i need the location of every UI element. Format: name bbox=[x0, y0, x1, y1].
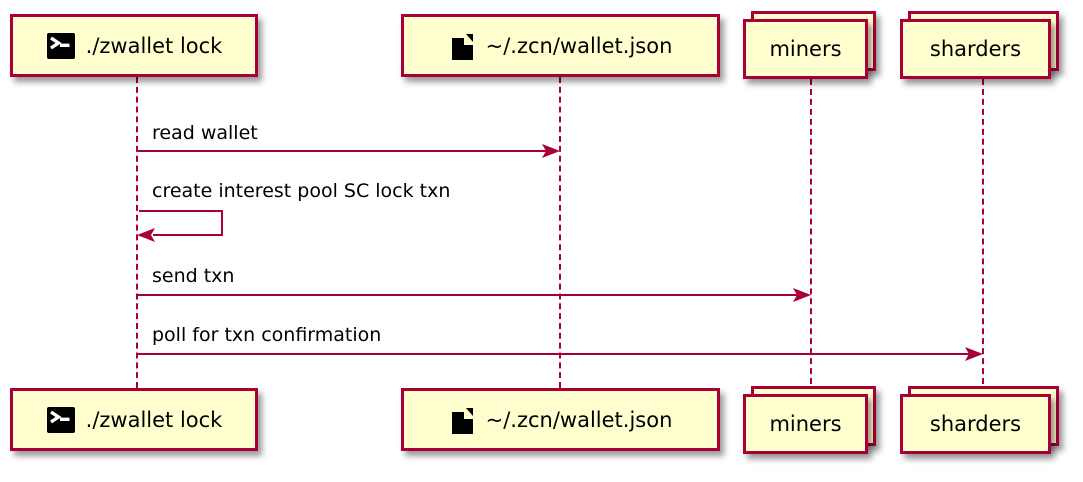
arrowhead-right-icon bbox=[965, 347, 983, 361]
participant-label: miners bbox=[769, 37, 842, 61]
participant-sharders-bottom: sharders bbox=[900, 394, 1051, 454]
message-line-send-txn bbox=[138, 294, 798, 296]
terminal-icon bbox=[46, 31, 76, 61]
message-line-poll-confirmation bbox=[138, 353, 970, 355]
participant-label: ./zwallet lock bbox=[85, 33, 223, 58]
participant-wallet-json-top: ~/.zcn/wallet.json bbox=[401, 14, 720, 77]
participant-label: miners bbox=[769, 412, 842, 436]
participant-zwallet-top: ./zwallet lock bbox=[10, 14, 258, 77]
self-message-bottom-line bbox=[153, 234, 223, 236]
participant-label: ~/.zcn/wallet.json bbox=[485, 33, 673, 58]
lifeline-zwallet bbox=[136, 77, 138, 388]
participant-label: ./zwallet lock bbox=[85, 407, 223, 432]
lifeline-wallet-json bbox=[559, 77, 561, 388]
message-label-poll-confirmation: poll for txn confirmation bbox=[152, 324, 382, 346]
self-message-right-line bbox=[221, 210, 223, 236]
participant-label: sharders bbox=[929, 37, 1022, 61]
terminal-icon bbox=[46, 405, 76, 435]
message-line-read-wallet bbox=[138, 150, 548, 152]
self-message-top-line bbox=[139, 210, 223, 212]
participant-wallet-json-bottom: ~/.zcn/wallet.json bbox=[401, 388, 720, 451]
participant-miners-top: miners bbox=[743, 19, 868, 79]
participant-miners-bottom: miners bbox=[743, 394, 868, 454]
arrowhead-right-icon bbox=[793, 288, 811, 302]
participant-label: sharders bbox=[929, 412, 1022, 436]
arrowhead-left-icon bbox=[137, 228, 155, 242]
message-label-send-txn: send txn bbox=[152, 265, 235, 287]
message-label-read-wallet: read wallet bbox=[152, 122, 258, 144]
file-icon bbox=[449, 404, 476, 435]
file-icon bbox=[449, 30, 476, 61]
arrowhead-right-icon bbox=[542, 144, 560, 158]
message-label-create-txn: create interest pool SC lock txn bbox=[152, 180, 451, 202]
lifeline-sharders bbox=[982, 79, 984, 394]
participant-sharders-top: sharders bbox=[900, 19, 1051, 79]
participant-zwallet-bottom: ./zwallet lock bbox=[10, 388, 258, 451]
participant-label: ~/.zcn/wallet.json bbox=[485, 407, 673, 432]
lifeline-miners bbox=[810, 79, 812, 394]
